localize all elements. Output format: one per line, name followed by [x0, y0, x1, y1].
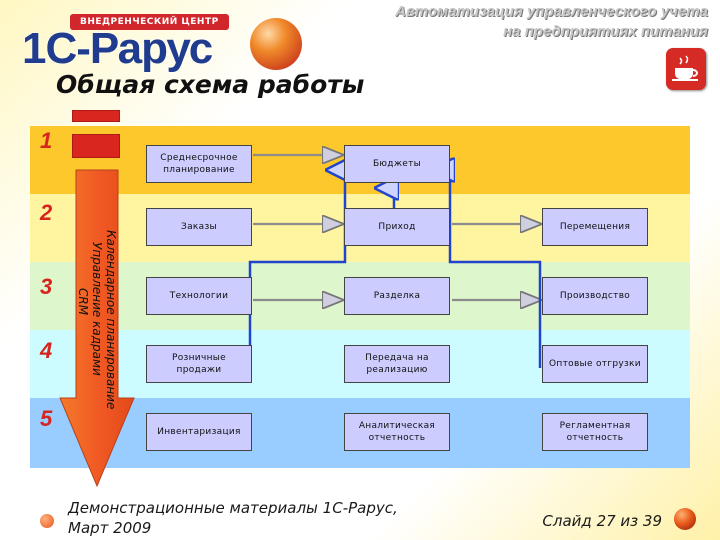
- box-analytical-reporting: Аналитическая отчетность: [344, 413, 450, 451]
- level-number: 2: [40, 200, 53, 225]
- box-cutting: Разделка: [344, 277, 450, 315]
- box-budgets: Бюджеты: [344, 145, 450, 183]
- logo-badge: ВНЕДРЕНЧЕСКИЙ ЦЕНТР: [70, 14, 229, 30]
- company-logo: ВНЕДРЕНЧЕСКИЙ ЦЕНТР 1С-Рарус: [14, 6, 274, 78]
- flow-line: [450, 170, 542, 368]
- slide-counter: Слайд 27 из 39: [542, 512, 662, 530]
- flow-line: [248, 170, 345, 365]
- level-number: 3: [40, 274, 53, 299]
- box-medium-term-planning: Среднесрочное планирование: [146, 145, 252, 183]
- red-marker: [72, 110, 120, 122]
- logo-text: 1С-Рарус: [22, 24, 213, 73]
- box-retail-sales: Розничные продажи: [146, 345, 252, 383]
- footer-dot: [40, 514, 54, 528]
- level-number: 5: [40, 406, 53, 431]
- box-transfers: Перемещения: [542, 208, 648, 246]
- box-inventory: Инвентаризация: [146, 413, 252, 451]
- box-regulated-reporting: Регламентная отчетность: [542, 413, 648, 451]
- footer-text: Демонстрационные материалы 1С-Рарус, Мар…: [68, 499, 398, 537]
- coffee-cup-icon: [666, 48, 706, 90]
- level-number: 1: [40, 128, 53, 153]
- box-wholesale-shipments: Оптовые отгрузки: [542, 345, 648, 383]
- box-orders: Заказы: [146, 208, 252, 246]
- page-title: Общая схема работы: [56, 70, 365, 99]
- box-technologies: Технологии: [146, 277, 252, 315]
- footer-ball: [674, 508, 696, 530]
- box-production: Производство: [542, 277, 648, 315]
- red-marker: [72, 134, 120, 158]
- box-receipt: Приход: [344, 208, 450, 246]
- logo-ball-graphic: [250, 18, 302, 70]
- header-title: Автоматизация управленческого учета на п…: [395, 3, 708, 40]
- level-number: 4: [40, 338, 53, 363]
- box-transfer-for-sale: Передача на реализацию: [344, 345, 450, 383]
